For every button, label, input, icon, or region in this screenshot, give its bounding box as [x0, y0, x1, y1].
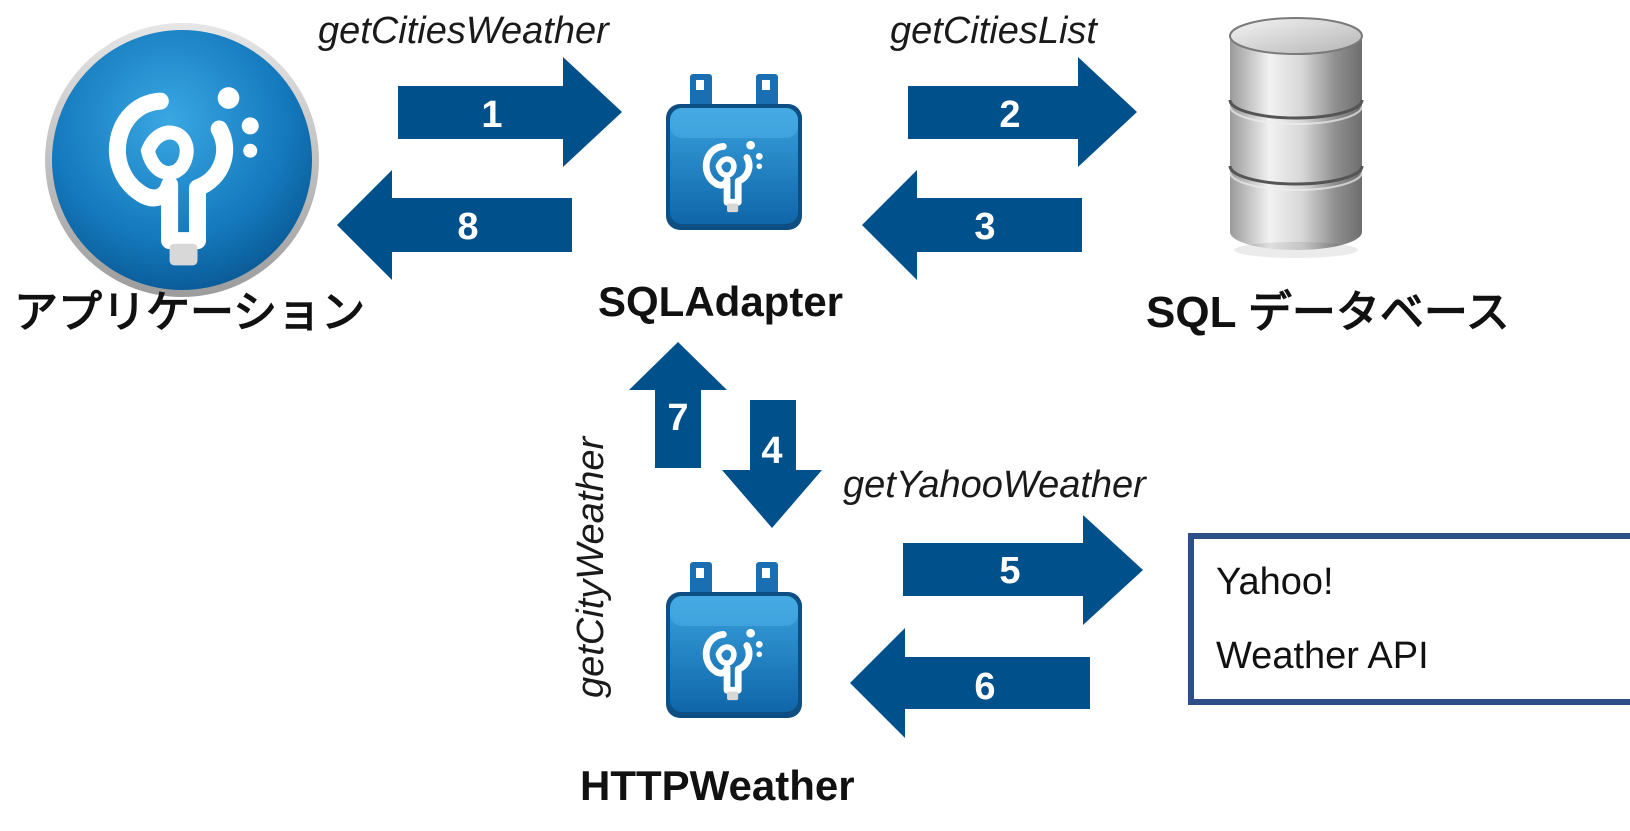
- step-1: 1: [481, 94, 502, 136]
- arrow-6: [850, 628, 1090, 738]
- step-4: 4: [761, 430, 782, 472]
- method-get-city-weather: getCityWeather: [570, 436, 612, 698]
- step-6: 6: [974, 666, 995, 708]
- application-label: アプリケーション: [14, 288, 366, 337]
- arrow-8: [337, 170, 572, 280]
- adapter-plug-icon: [666, 74, 802, 230]
- method-get-cities-weather: getCitiesWeather: [318, 10, 609, 52]
- step-2: 2: [999, 94, 1020, 136]
- step-8: 8: [457, 206, 478, 248]
- arrow-7: [629, 342, 727, 468]
- method-get-cities-list: getCitiesList: [890, 10, 1097, 52]
- method-get-yahoo-weather: getYahooWeather: [843, 464, 1146, 506]
- http-weather-label: HTTPWeather: [580, 762, 855, 809]
- arrow-5: [903, 515, 1143, 625]
- api-box-line-2: Weather API: [1216, 635, 1429, 677]
- arrow-3: [862, 170, 1082, 280]
- arrow-1: [398, 57, 622, 167]
- api-box-line-1: Yahoo!: [1216, 561, 1334, 603]
- adapter-plug-icon: [666, 562, 802, 718]
- sql-adapter-label: SQLAdapter: [598, 278, 844, 325]
- arrow-2: [908, 57, 1137, 167]
- arrow-group: [337, 57, 1143, 738]
- sql-database-label: SQL データベース: [1146, 288, 1510, 337]
- application-icon: [45, 23, 319, 297]
- step-5: 5: [999, 550, 1020, 592]
- step-7: 7: [667, 397, 688, 439]
- arrow-4: [722, 400, 822, 528]
- yahoo-weather-api-box: Yahoo! Weather API: [1188, 533, 1630, 705]
- database-cylinder-icon: [1228, 17, 1364, 258]
- step-3: 3: [974, 206, 995, 248]
